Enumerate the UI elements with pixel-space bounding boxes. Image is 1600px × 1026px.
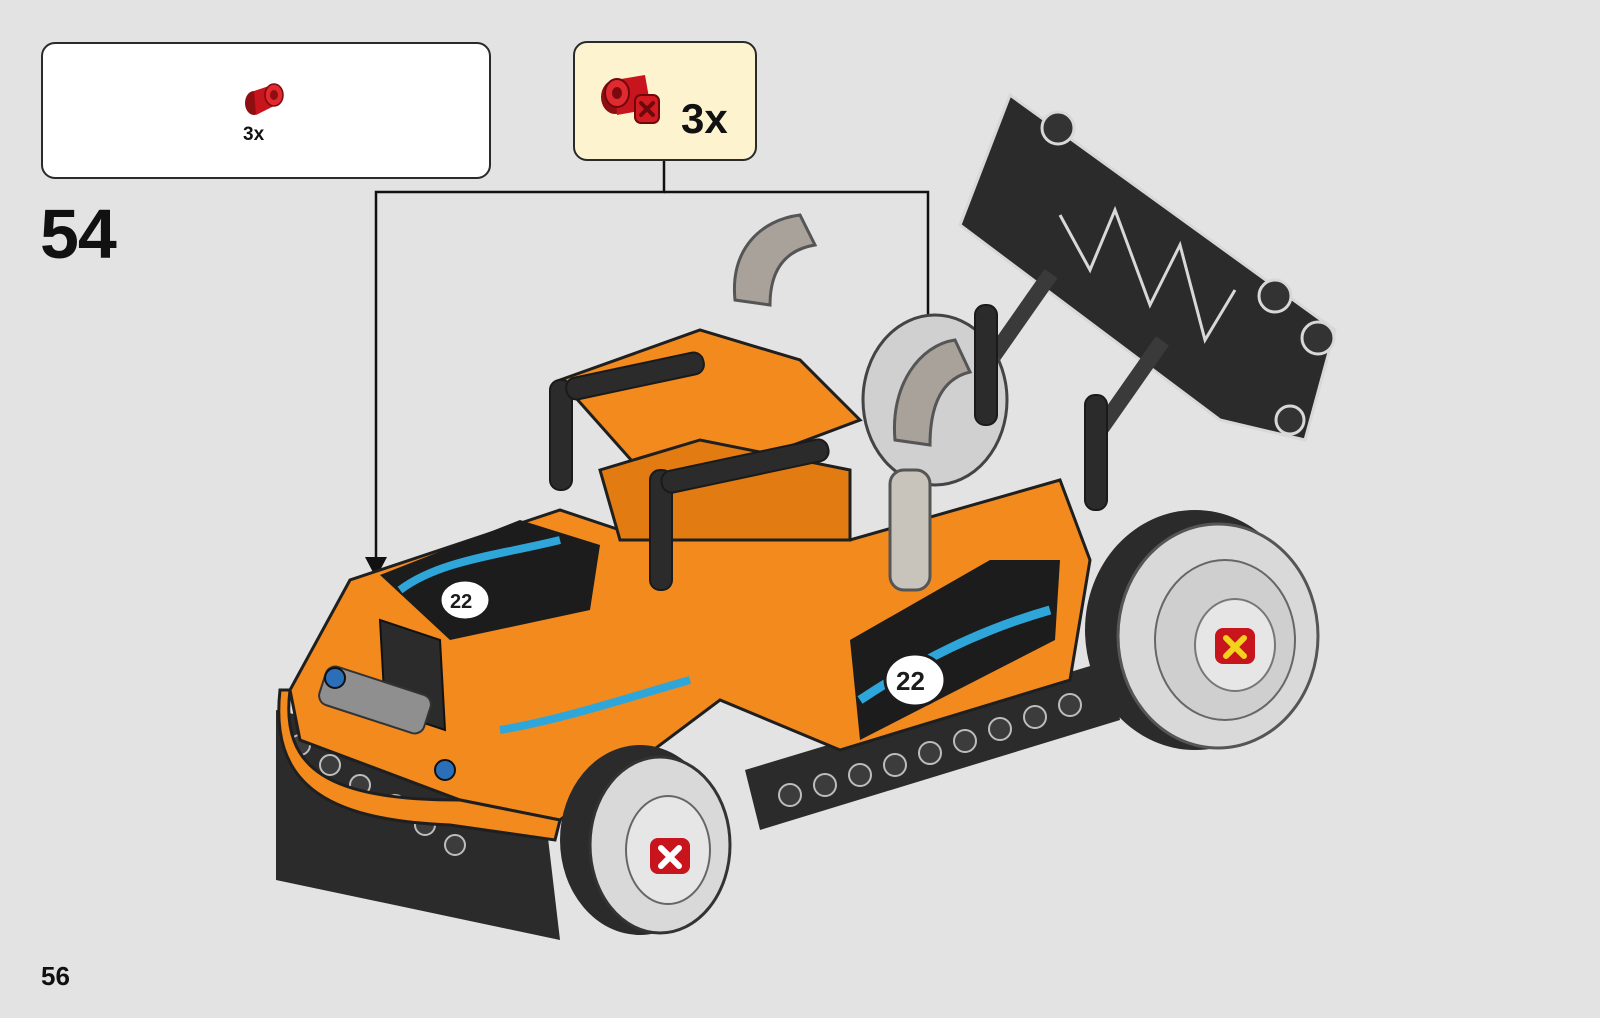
hood-number-text: 22 bbox=[450, 591, 472, 613]
page-number: 56 bbox=[41, 961, 70, 992]
page-bottom-border bbox=[0, 1018, 1600, 1026]
side-number-text: 22 bbox=[896, 666, 925, 696]
rear-wheel bbox=[1085, 510, 1318, 750]
front-wheel bbox=[560, 745, 730, 935]
rear-spoiler bbox=[958, 95, 1335, 444]
